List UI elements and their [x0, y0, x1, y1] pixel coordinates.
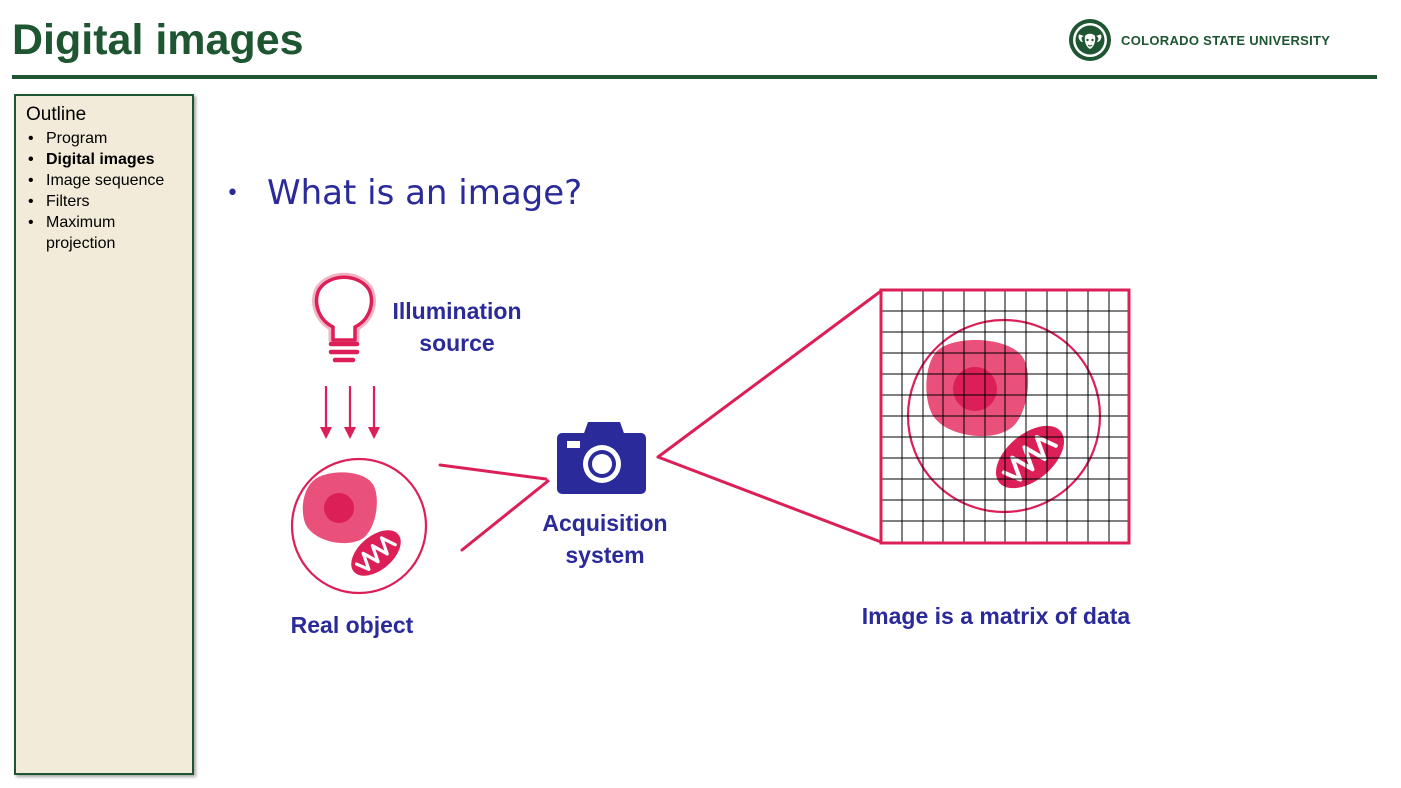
outline-item-image-sequence: Image sequence — [26, 170, 186, 191]
acquisition-label-line1: Acquisition — [542, 510, 668, 536]
acquisition-label-line2: system — [565, 542, 645, 568]
outline-item-maximum-projection: Maximum projection — [26, 212, 186, 254]
acquisition-label: Acquisition system — [530, 507, 680, 571]
object-to-camera-lines — [438, 463, 550, 552]
slide-title: Digital images — [12, 16, 304, 64]
bullet-dot: • — [226, 180, 239, 206]
matrix-label: Image is a matrix of data — [861, 603, 1131, 629]
illumination-arrows — [320, 386, 380, 439]
outline-panel: Outline Program Digital images Image seq… — [14, 94, 194, 775]
bullet-text: What is an image? — [266, 173, 583, 213]
ram-seal-icon — [1069, 19, 1111, 61]
camera-to-matrix-lines — [656, 289, 883, 544]
outline-list: Program Digital images Image sequence Fi… — [26, 128, 186, 254]
camera-icon — [557, 422, 646, 494]
lightbulb-icon — [312, 272, 376, 363]
image-matrix — [879, 288, 1131, 545]
real-object-label: Real object — [290, 612, 414, 638]
csu-logo: COLORADO STATE UNIVERSITY — [1068, 18, 1330, 62]
illumination-label-line1: Illumination — [392, 298, 522, 324]
outline-item-program: Program — [26, 128, 186, 149]
real-object-cell-icon — [290, 457, 428, 595]
illumination-label-line2: source — [419, 330, 495, 356]
header-rule — [12, 75, 1377, 79]
outline-item-digital-images: Digital images — [26, 149, 186, 170]
bullet-point: • What is an image? — [226, 173, 582, 213]
outline-heading: Outline — [26, 104, 87, 125]
pixel-grid — [881, 290, 1129, 543]
mitochondria-icon — [351, 530, 401, 576]
outline-item-filters: Filters — [26, 191, 186, 212]
university-wordmark: COLORADO STATE UNIVERSITY — [1121, 32, 1331, 48]
illumination-label: Illumination source — [384, 295, 530, 359]
